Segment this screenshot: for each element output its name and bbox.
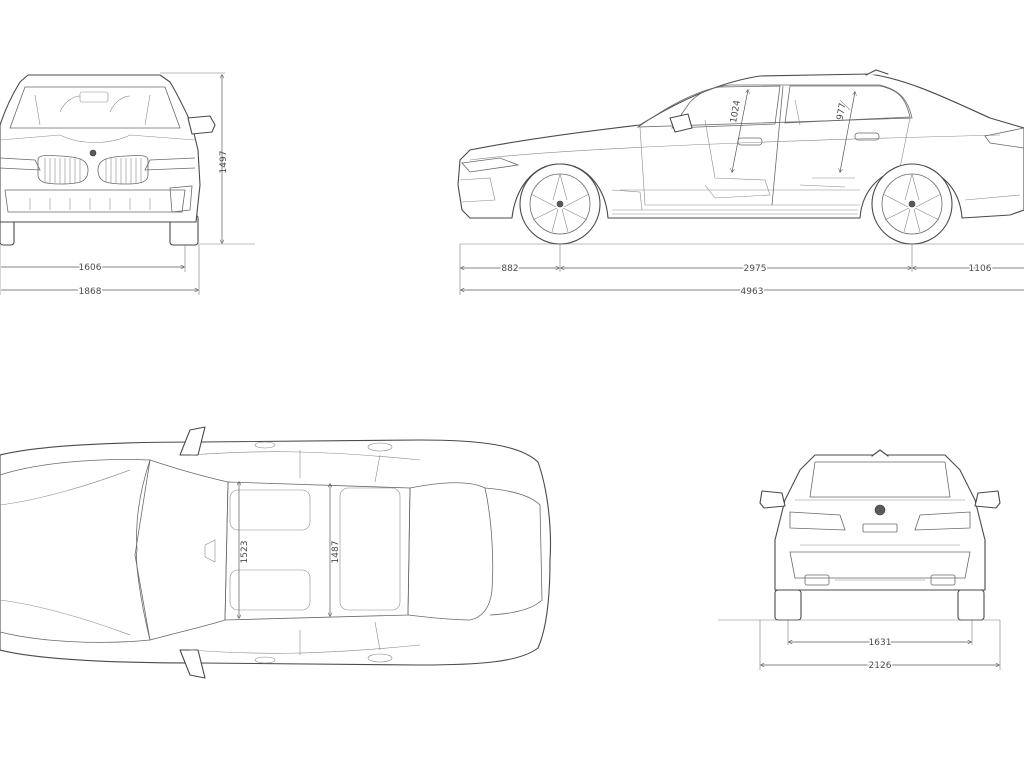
top-view: 1523 1487 bbox=[0, 426, 552, 679]
dim-rear-shoulder: 1487 bbox=[331, 541, 341, 564]
dim-rear-track: 1631 bbox=[869, 638, 892, 648]
rear-view-car bbox=[759, 449, 1001, 621]
dim-wheelbase: 2975 bbox=[744, 264, 767, 274]
dim-front-track: 1606 bbox=[79, 263, 102, 273]
dim-rear-overhang: 1106 bbox=[969, 264, 992, 274]
top-view-car bbox=[0, 426, 552, 679]
rear-view: 1631 2126 bbox=[718, 449, 1001, 673]
front-view-car bbox=[0, 74, 216, 246]
side-view-car bbox=[457, 69, 1024, 245]
dim-height: 1497 bbox=[219, 151, 229, 174]
side-view: 1024 977 882 2975 1106 4963 bbox=[457, 69, 1024, 299]
dim-rear-headroom: 977 bbox=[836, 102, 849, 121]
dim-front-width: 1868 bbox=[79, 287, 102, 297]
dim-length: 4963 bbox=[741, 287, 764, 297]
dim-front-shoulder: 1523 bbox=[240, 541, 250, 564]
dim-front-overhang: 882 bbox=[501, 264, 518, 274]
front-view: 1497 1606 1868 bbox=[0, 72, 255, 299]
dim-mirror-width: 2126 bbox=[869, 661, 892, 671]
dim-front-headroom: 1024 bbox=[729, 99, 743, 124]
